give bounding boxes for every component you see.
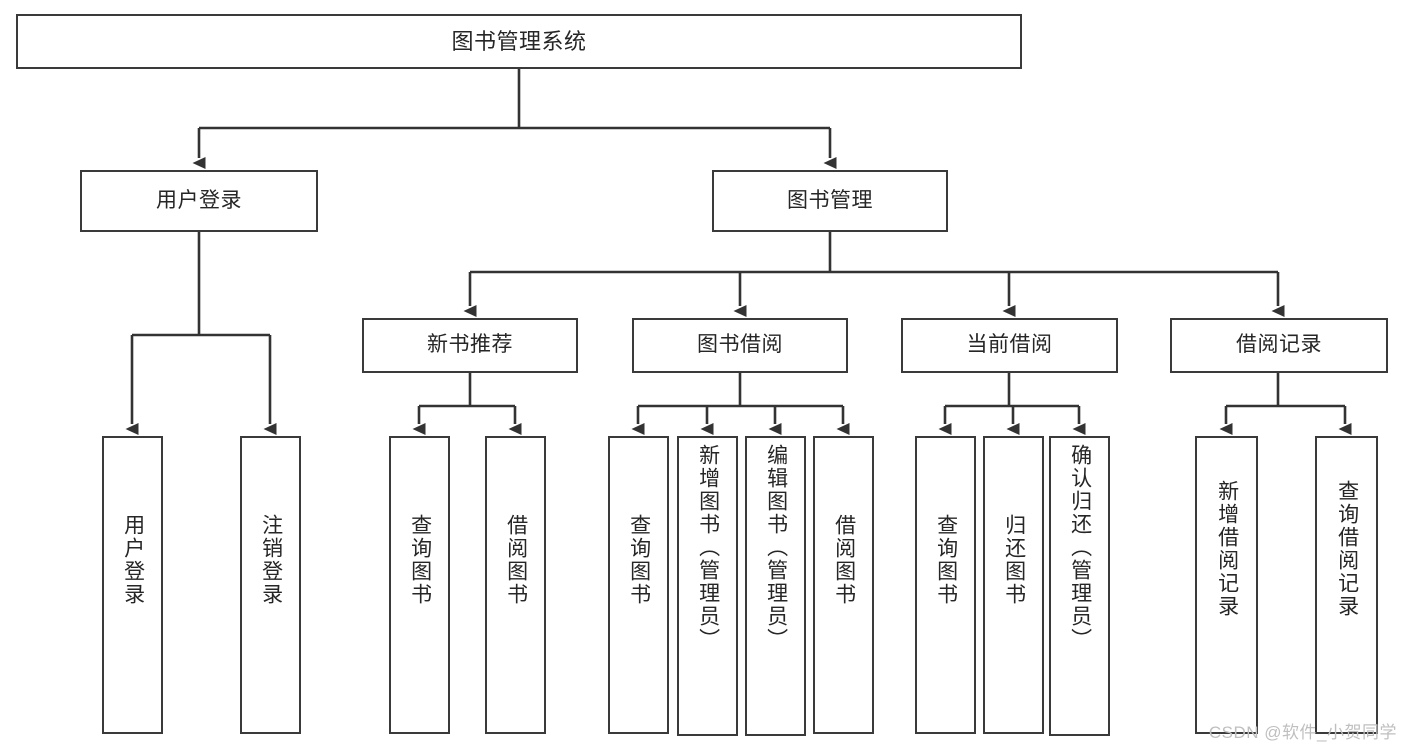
node-leaf-user-login[interactable]: 用户登录 <box>102 436 163 734</box>
node-label: 借阅图书 <box>832 514 856 606</box>
node-book-borrow[interactable]: 图书借阅 <box>632 318 848 373</box>
node-leaf-borrow-book-2[interactable]: 借阅图书 <box>813 436 874 734</box>
node-label: 编辑图书（管理员） <box>764 444 788 651</box>
node-label: 当前借阅 <box>966 333 1053 357</box>
node-label: 用户登录 <box>156 188 242 212</box>
node-label: 图书管理系统 <box>451 28 587 54</box>
node-label: 查询借阅记录 <box>1335 480 1359 618</box>
node-label: 查询图书 <box>934 514 958 606</box>
node-leaf-confirm-return[interactable]: 确认归还（管理员） <box>1049 436 1110 736</box>
node-label: 注销登录 <box>259 514 283 606</box>
node-new-book-recommend[interactable]: 新书推荐 <box>362 318 578 373</box>
node-leaf-query-book-2[interactable]: 查询图书 <box>608 436 669 734</box>
node-current-borrow[interactable]: 当前借阅 <box>901 318 1118 373</box>
watermark-text: CSDN @软件_小贺同学 <box>1208 723 1397 742</box>
node-label: 图书借阅 <box>697 333 783 357</box>
node-leaf-add-record[interactable]: 新增借阅记录 <box>1195 436 1258 734</box>
node-leaf-logout-login[interactable]: 注销登录 <box>240 436 301 734</box>
node-label: 查询图书 <box>408 514 432 606</box>
node-label: 借阅图书 <box>504 514 528 606</box>
node-label: 新增图书（管理员） <box>696 444 720 651</box>
node-label: 新书推荐 <box>427 333 513 357</box>
node-book-management[interactable]: 图书管理 <box>712 170 948 232</box>
node-leaf-query-record[interactable]: 查询借阅记录 <box>1315 436 1378 734</box>
node-label: 新增借阅记录 <box>1215 480 1239 618</box>
node-borrow-record[interactable]: 借阅记录 <box>1170 318 1388 373</box>
node-leaf-query-book-3[interactable]: 查询图书 <box>915 436 976 734</box>
node-leaf-borrow-book-1[interactable]: 借阅图书 <box>485 436 546 734</box>
node-leaf-query-book-1[interactable]: 查询图书 <box>389 436 450 734</box>
node-label: 图书管理 <box>787 188 873 212</box>
node-leaf-edit-book[interactable]: 编辑图书（管理员） <box>745 436 806 736</box>
node-leaf-add-book[interactable]: 新增图书（管理员） <box>677 436 738 736</box>
node-label: 用户登录 <box>121 514 145 606</box>
node-leaf-return-book[interactable]: 归还图书 <box>983 436 1044 734</box>
node-root-book-management-system[interactable]: 图书管理系统 <box>16 14 1022 69</box>
node-label: 查询图书 <box>627 514 651 606</box>
node-user-login[interactable]: 用户登录 <box>80 170 318 232</box>
node-label: 确认归还（管理员） <box>1068 444 1092 651</box>
node-label: 借阅记录 <box>1236 333 1322 357</box>
node-label: 归还图书 <box>1002 514 1026 606</box>
